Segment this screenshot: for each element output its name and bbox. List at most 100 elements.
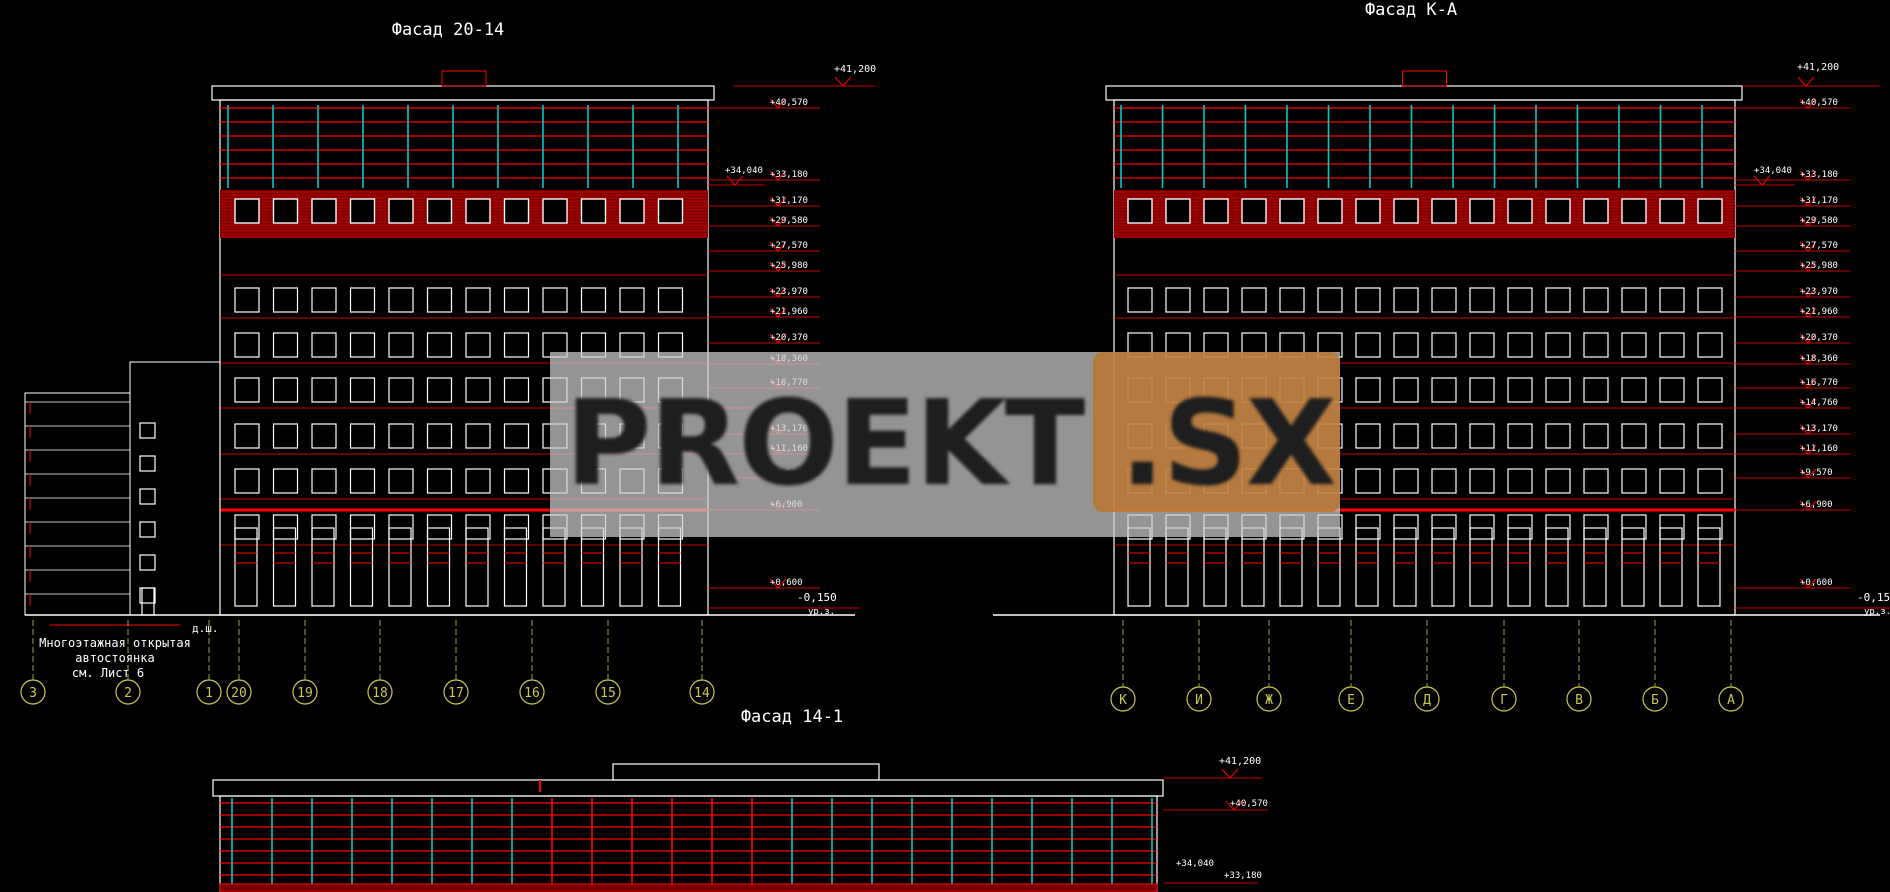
annex-dsh: д.ш.	[192, 622, 219, 635]
annex-window	[139, 455, 156, 472]
elevation-label: +31,170	[770, 196, 808, 206]
elev-c-l2: +33,180	[1224, 871, 1262, 881]
axis-label: 20	[231, 686, 247, 701]
window	[503, 468, 530, 494]
window	[388, 332, 414, 358]
window	[1659, 468, 1685, 494]
window	[503, 332, 530, 358]
window	[1621, 332, 1647, 358]
window	[349, 198, 376, 224]
elev-b-ground: -0,150	[1857, 591, 1890, 604]
axis-label: 1	[205, 686, 213, 701]
elevation-label: +6,900	[1800, 500, 1833, 510]
window	[349, 423, 376, 449]
roof-penthouse	[1402, 70, 1447, 87]
window	[1355, 468, 1381, 494]
facade-b-title: Фасад К-А	[1365, 0, 1457, 20]
window	[349, 287, 376, 313]
facade-c-title: Фасад 14-1	[741, 707, 843, 727]
elevation-arrow	[1799, 196, 1817, 207]
window	[234, 514, 260, 540]
window	[1507, 332, 1533, 358]
ground-window	[1659, 527, 1683, 607]
window	[1583, 514, 1609, 540]
window	[234, 423, 260, 449]
window	[1545, 198, 1571, 224]
window	[272, 198, 299, 224]
building-outline	[219, 795, 1158, 892]
window	[1431, 377, 1457, 403]
elevation-arrow	[769, 216, 787, 227]
annex-window	[139, 554, 156, 571]
window	[1279, 287, 1305, 313]
axis-label: 19	[297, 686, 313, 701]
elevation-arrow	[1799, 500, 1817, 511]
facade-b	[993, 70, 1880, 616]
ground-window	[272, 527, 297, 607]
window	[580, 287, 607, 313]
window	[311, 423, 337, 449]
axis-label: Ж	[1265, 693, 1273, 708]
elevation-label: +14,760	[1800, 398, 1838, 408]
window	[388, 287, 414, 313]
window	[1659, 377, 1685, 403]
axis-label: 18	[372, 686, 388, 701]
roof-parapet	[1105, 85, 1743, 101]
window	[234, 198, 260, 224]
elevation-arrow	[726, 175, 744, 186]
window	[1507, 468, 1533, 494]
window	[349, 514, 376, 540]
window	[1659, 198, 1685, 224]
ground-window	[542, 527, 566, 607]
axis-bubble	[367, 679, 393, 705]
elevation-label: +18,360	[1800, 354, 1838, 364]
window	[1697, 198, 1723, 224]
window	[1621, 377, 1647, 403]
window	[503, 377, 530, 403]
elevation-arrow	[769, 287, 787, 298]
window	[1241, 287, 1267, 313]
axis-bubble	[689, 679, 715, 705]
elevation-label: +29,580	[1800, 216, 1838, 226]
window	[1431, 514, 1457, 540]
elevation-arrow	[1799, 333, 1817, 344]
window	[1203, 198, 1229, 224]
window	[465, 198, 491, 224]
axis-label: 16	[524, 686, 540, 701]
window	[311, 198, 337, 224]
ground-window	[1507, 527, 1531, 607]
ground-window	[388, 527, 412, 607]
window	[272, 332, 299, 358]
elevation-arrow	[1753, 175, 1771, 186]
elev-b-side: +34,040	[1754, 166, 1792, 176]
window	[1469, 377, 1495, 403]
window	[1697, 468, 1723, 494]
axis-label: И	[1195, 693, 1203, 708]
elevation-label: +31,170	[1800, 196, 1838, 206]
window	[657, 287, 684, 313]
window	[1431, 468, 1457, 494]
window	[1697, 377, 1723, 403]
ground-window	[619, 527, 643, 607]
window	[465, 198, 491, 224]
window	[1507, 198, 1533, 224]
window	[1469, 514, 1495, 540]
window	[1469, 332, 1495, 358]
window	[1241, 198, 1267, 224]
elevation-label: +23,970	[1800, 287, 1838, 297]
window	[465, 287, 491, 313]
elevation-label: +33,180	[770, 170, 808, 180]
elev-c-side: +34,040	[1176, 859, 1214, 869]
window	[1507, 377, 1533, 403]
elevation-arrow	[1799, 287, 1817, 298]
axis-bubble	[115, 679, 141, 705]
watermark-text: PROEKT	[565, 374, 1085, 512]
elevation-arrow	[1221, 768, 1239, 779]
window	[1279, 198, 1305, 224]
elevation-label: +0,600	[1800, 578, 1833, 588]
window	[1545, 423, 1571, 449]
window	[1317, 198, 1343, 224]
elev-c-l1: +40,570	[1230, 799, 1268, 809]
window	[1659, 423, 1685, 449]
